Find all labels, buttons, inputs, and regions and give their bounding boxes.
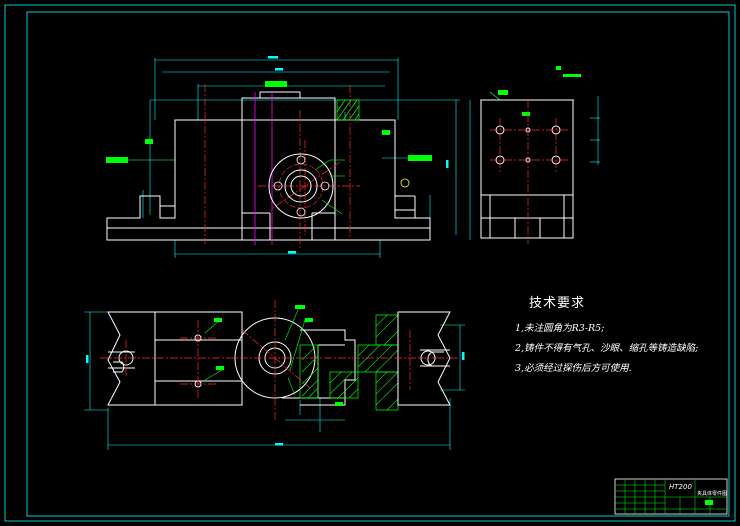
note-item: 1,未注圆角为R3-R5;: [515, 323, 605, 334]
front-view: [106, 56, 460, 258]
inner-border: [26, 11, 730, 517]
dim-label: [145, 139, 153, 144]
dim-label: [522, 112, 530, 116]
dim-label: [305, 318, 313, 322]
dim-label: [216, 366, 224, 370]
dim-label: [556, 66, 561, 70]
outer-border: [4, 4, 736, 522]
dim-label: [382, 130, 390, 135]
side-view: [469, 66, 600, 244]
dim-label: [563, 74, 581, 77]
hatch-section: [336, 99, 360, 121]
dim-label: [335, 402, 343, 406]
drawing-name: 夹具体零件图: [697, 491, 728, 497]
note-item: 2,铸件不得有气孔、沙眼、缩孔等铸造缺陷;: [515, 343, 699, 354]
material-label: HT200: [669, 483, 692, 491]
top-view: [84, 300, 465, 450]
dim-label: [408, 155, 432, 161]
title-block: [614, 478, 728, 515]
dim-label: [265, 81, 287, 87]
dim-label: [295, 305, 305, 309]
dim-label: [214, 318, 222, 322]
note-item: 3,必须经过探伤后方可使用.: [515, 363, 632, 374]
notes-title: 技术要求: [529, 296, 586, 311]
dim-label: [106, 157, 128, 163]
dim-label: [498, 90, 508, 95]
